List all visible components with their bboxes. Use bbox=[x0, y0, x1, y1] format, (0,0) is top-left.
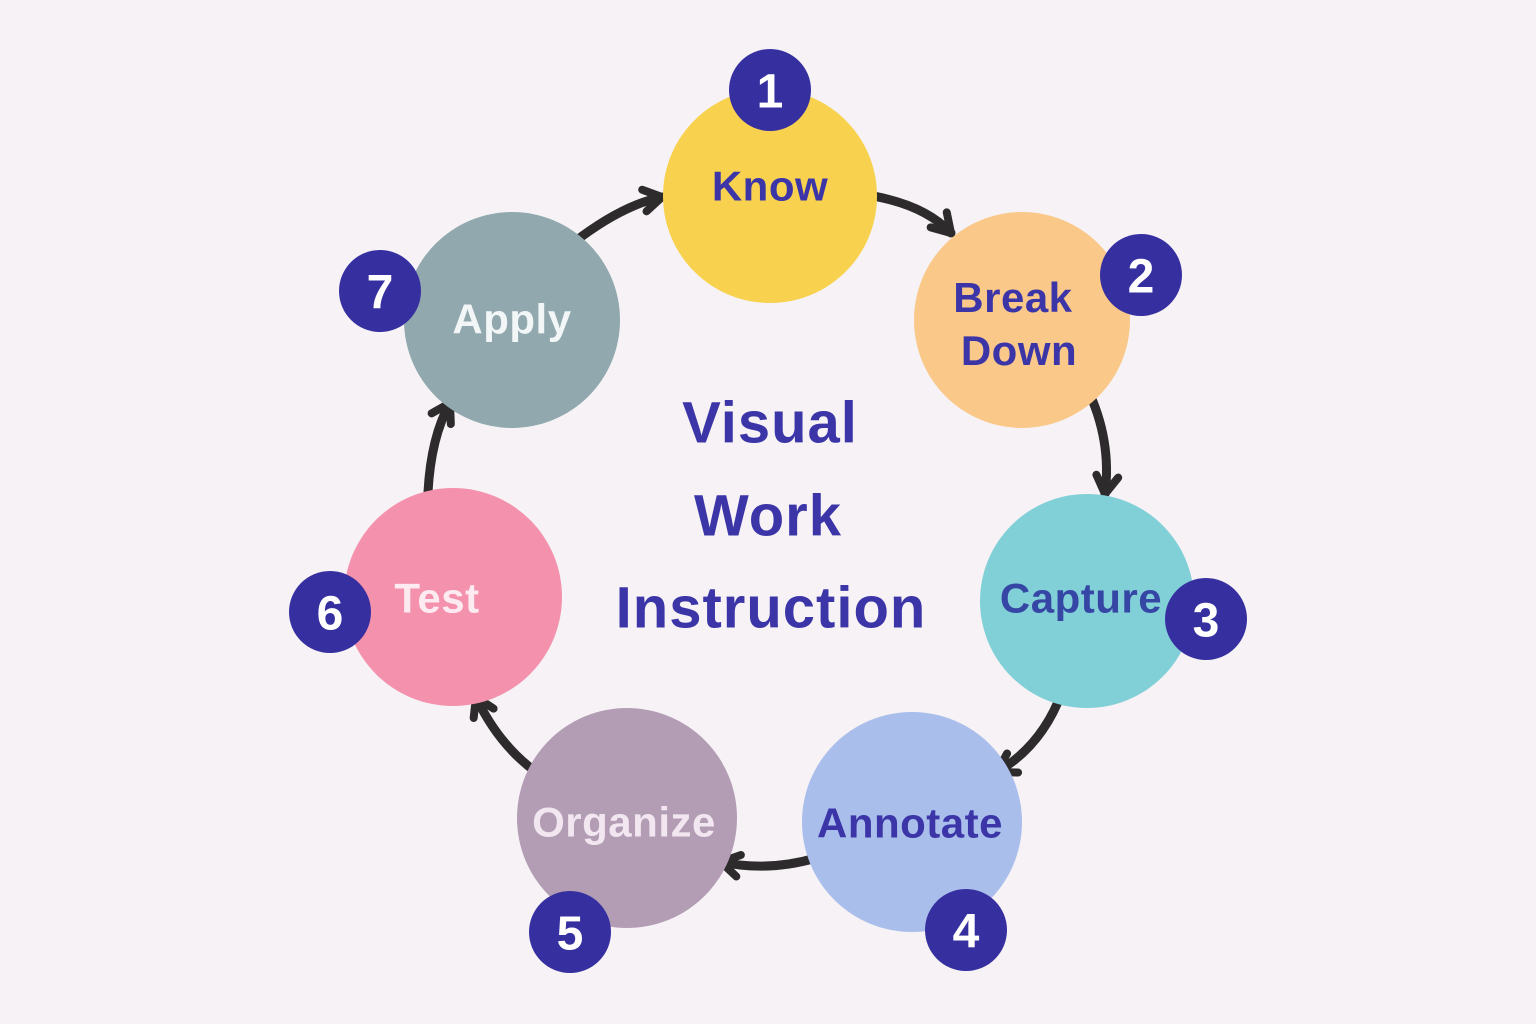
break-down-label-line-1: Break bbox=[953, 274, 1072, 321]
arrow-organize-to-test bbox=[469, 692, 541, 777]
step-break-down: Break Down 2 bbox=[914, 212, 1182, 428]
test-badge-number: 6 bbox=[317, 588, 344, 641]
know-badge-number: 1 bbox=[757, 66, 784, 119]
test-circle bbox=[344, 488, 562, 706]
annotate-circle bbox=[802, 712, 1022, 932]
capture-badge: 3 bbox=[1165, 578, 1247, 660]
arrow-annotate-to-organize bbox=[716, 850, 821, 881]
apply-badge: 7 bbox=[339, 250, 421, 332]
annotate-badge-circle bbox=[925, 889, 1007, 971]
know-badge: 1 bbox=[729, 49, 811, 131]
annotate-label: Annotate bbox=[817, 800, 1003, 847]
organize-badge-circle bbox=[529, 891, 611, 973]
test-label: Test bbox=[394, 575, 479, 622]
break-down-circle bbox=[914, 212, 1130, 428]
title-line-1: Visual bbox=[682, 391, 858, 456]
step-test: Test 6 bbox=[289, 488, 562, 706]
test-badge: 6 bbox=[289, 571, 371, 653]
arrow-apply-to-know bbox=[568, 185, 667, 248]
annotate-badge: 4 bbox=[925, 889, 1007, 971]
apply-badge-number: 7 bbox=[367, 267, 394, 320]
break-down-label-line-2: Down bbox=[961, 327, 1077, 374]
break-down-badge-number: 2 bbox=[1128, 251, 1155, 304]
know-circle bbox=[663, 89, 877, 303]
apply-badge-circle bbox=[339, 250, 421, 332]
annotate-badge-number: 4 bbox=[953, 906, 980, 959]
capture-badge-number: 3 bbox=[1193, 595, 1220, 648]
capture-label: Capture bbox=[1000, 575, 1162, 622]
diagram-title: Visual Work Instruction bbox=[616, 391, 927, 641]
step-capture: Capture 3 bbox=[980, 494, 1247, 708]
step-organize: Organize 5 bbox=[517, 708, 737, 973]
organize-label: Organize bbox=[532, 799, 716, 846]
test-badge-circle bbox=[289, 571, 371, 653]
apply-label: Apply bbox=[452, 296, 571, 343]
organize-circle bbox=[517, 708, 737, 928]
step-apply: Apply 7 bbox=[339, 212, 620, 428]
step-annotate: Annotate 4 bbox=[802, 712, 1022, 971]
step-know: Know 1 bbox=[663, 49, 877, 303]
break-down-label: Break Down bbox=[953, 274, 1084, 374]
arrow-test-to-apply bbox=[423, 398, 455, 497]
organize-badge: 5 bbox=[529, 891, 611, 973]
break-down-badge: 2 bbox=[1100, 234, 1182, 316]
title-line-2: Work bbox=[694, 484, 842, 549]
know-badge-circle bbox=[729, 49, 811, 131]
apply-circle bbox=[404, 212, 620, 428]
know-label: Know bbox=[712, 163, 828, 210]
break-down-badge-circle bbox=[1100, 234, 1182, 316]
organize-badge-number: 5 bbox=[557, 908, 584, 961]
title-line-3: Instruction bbox=[616, 576, 927, 641]
capture-circle bbox=[980, 494, 1194, 708]
capture-badge-circle bbox=[1165, 578, 1247, 660]
